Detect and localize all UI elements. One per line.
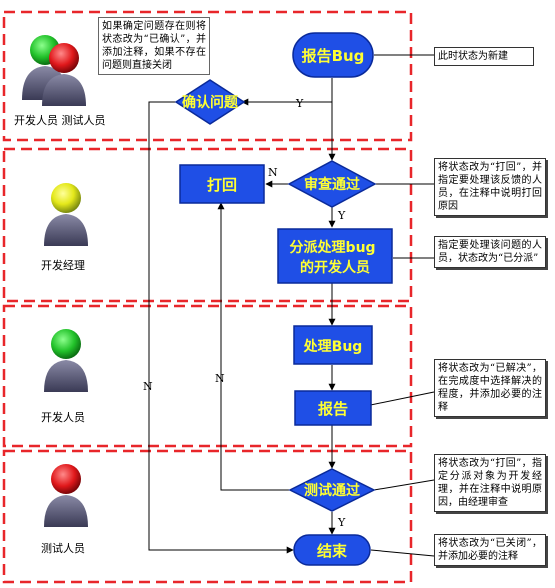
edge-label-y-test: Y xyxy=(337,516,346,529)
role-label-lane3: 开发人员 xyxy=(41,411,85,424)
person-icon-tester-2 xyxy=(44,464,88,527)
role-tester-1: 测试人员 xyxy=(61,114,106,127)
note-resolve: 将状态改为“已解决”，在完成度中选择解决的程度，并添加必要的注释 xyxy=(434,359,546,417)
lane-1 xyxy=(2,10,413,142)
role-label-lane2: 开发经理 xyxy=(41,259,85,272)
edge-confirm-to-end xyxy=(148,101,294,554)
node-report-bug-label: 报告Bug xyxy=(302,47,365,65)
lane-3 xyxy=(2,304,413,448)
note-close: 将状态改为“已关闭”，并添加必要的注释 xyxy=(434,534,546,566)
edge-label-y-review: Y xyxy=(337,209,346,222)
node-confirm-decision: 确认问题 xyxy=(174,79,246,125)
person-icon-dev-manager xyxy=(44,183,88,246)
role-label-lane4: 测试人员 xyxy=(41,542,85,555)
edge-label-n-test: N xyxy=(215,372,225,385)
node-report: 报告 xyxy=(294,390,372,426)
node-assign-label: 分派处理bug 的开发人员 xyxy=(290,239,381,276)
node-handle-label: 处理Bug xyxy=(303,338,363,355)
node-handle-bug: 处理Bug xyxy=(293,325,373,365)
node-review-decision: 审查通过 xyxy=(287,160,377,208)
node-test-label: 测试通过 xyxy=(304,482,360,499)
person-icon-tester-1 xyxy=(42,43,86,106)
person-icon-developer-2 xyxy=(44,329,88,392)
note-confirm: 如果确定问题存在则将状态改为“已确认”，并添加注释，如果不存在问题则直接关闭 xyxy=(98,17,210,75)
edge-label-n-review: N xyxy=(268,166,278,179)
node-end-label: 结束 xyxy=(317,542,348,560)
node-report-bug: 报告Bug xyxy=(292,32,374,78)
lane-2 xyxy=(2,147,413,303)
node-review-label: 审查通过 xyxy=(304,176,360,193)
edge-label-n-confirm: N xyxy=(143,380,153,393)
role-label-lane1: 开发人员 测试人员 xyxy=(14,112,106,128)
node-report-label: 报告 xyxy=(318,400,348,418)
note-reject: 将状态改为“打回”，并指定要处理该反馈的人员，在注释中说明打回原因 xyxy=(434,158,546,216)
node-test-decision: 测试通过 xyxy=(288,468,376,512)
edge-label-y-confirm: Y xyxy=(295,97,304,110)
lane-4 xyxy=(2,449,413,584)
note-assign: 指定要处理该问题的人员，状态改为“已分派” xyxy=(434,236,546,268)
swimlanes xyxy=(2,10,413,584)
note-test: 将状态改为“打回”，指定分派对象为开发经理，并在注释中说明原因，由经理审查 xyxy=(434,454,546,512)
role-developer-1: 开发人员 xyxy=(14,114,58,127)
connectors xyxy=(148,78,336,554)
edge-test-to-reject xyxy=(217,202,290,491)
note-new-state: 此时状态为新建 xyxy=(434,47,534,66)
node-confirm-label: 确认问题 xyxy=(182,94,239,111)
node-reject: 打回 xyxy=(179,164,265,204)
node-end: 结束 xyxy=(293,534,371,566)
node-assign: 分派处理bug 的开发人员 xyxy=(277,228,393,284)
node-reject-label: 打回 xyxy=(207,176,237,194)
